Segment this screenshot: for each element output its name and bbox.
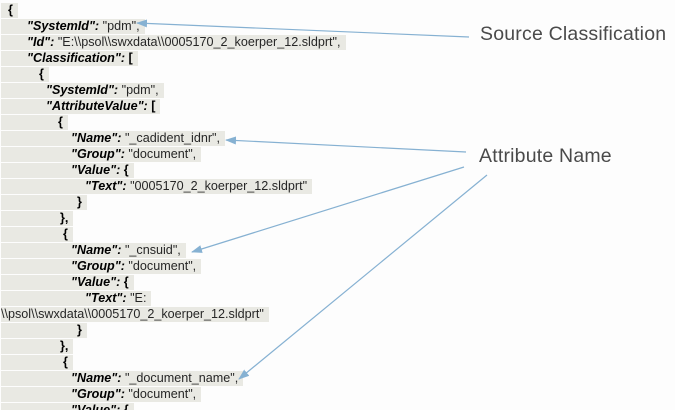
json-punctuation: },	[60, 339, 69, 353]
code-line-highlight: },	[1, 339, 74, 354]
code-line: {	[0, 66, 675, 82]
annotation-label-source-classification: Source Classification	[480, 23, 667, 45]
json-value: "_cadident_idnr",	[124, 131, 220, 145]
code-line: \\psol\\swxdata\\0005170_2_koerper_12.sl…	[0, 306, 675, 322]
json-punctuation: }	[77, 195, 82, 209]
code-line: {	[0, 226, 675, 242]
code-line-highlight: "AttributeValue": [	[1, 99, 161, 114]
json-value: "pdm",	[102, 19, 140, 33]
code-line: "Group": "document",	[0, 258, 675, 274]
json-key: "Group":	[71, 387, 125, 401]
code-line-highlight: "Value": {	[1, 163, 134, 178]
code-line: "Id": "E:\\psol\\swxdata\\0005170_2_koer…	[0, 34, 675, 50]
json-key: "Text":	[85, 291, 127, 305]
code-line-highlight: "Text": "E:	[1, 291, 152, 306]
json-punctuation: {	[63, 355, 68, 369]
code-line: "Value": {	[0, 162, 675, 178]
json-value: "_cnsuid",	[124, 243, 181, 257]
code-line: "Classification": [	[0, 50, 675, 66]
json-value: "E:\\psol\\swxdata\\0005170_2_koerper_12…	[57, 35, 341, 49]
annotation-label-attribute-name: Attribute Name	[479, 145, 612, 167]
json-key: "Value":	[71, 163, 121, 177]
json-punctuation: [	[151, 99, 156, 113]
json-value: "E:	[130, 291, 147, 305]
code-line: "Group": "document",	[0, 146, 675, 162]
code-line-highlight: "Name": "_cadident_idnr",	[1, 131, 225, 146]
json-value: "document",	[128, 387, 197, 401]
code-line: "AttributeValue": [	[0, 98, 675, 114]
code-line-highlight: "Value": {	[1, 403, 134, 410]
code-line: }	[0, 194, 675, 210]
json-key: "AttributeValue":	[46, 99, 148, 113]
json-value: "_document_name",	[124, 371, 239, 385]
json-punctuation: {	[39, 67, 44, 81]
json-value: "0005170_2_koerper_12.sldprt"	[130, 179, 308, 193]
json-value: "document",	[128, 147, 197, 161]
json-key: "Classification":	[27, 51, 126, 65]
code-line-highlight: "Classification": [	[1, 51, 138, 66]
json-key: "Group":	[71, 259, 125, 273]
code-line-highlight: "Group": "document",	[1, 387, 202, 402]
code-line-highlight: {	[1, 355, 73, 370]
json-key: "Id":	[27, 35, 55, 49]
code-line: {	[0, 114, 675, 130]
code-line: {	[0, 354, 675, 370]
json-key: "SystemId":	[27, 19, 100, 33]
code-line: "Text": "E:	[0, 290, 675, 306]
code-line: "Name": "_cadident_idnr",	[0, 130, 675, 146]
code-line: "Value": {	[0, 274, 675, 290]
json-value: "document",	[128, 259, 197, 273]
json-key: "Name":	[71, 243, 122, 257]
json-key: "Value":	[71, 403, 121, 410]
code-line-highlight: "SystemId": "pdm",	[1, 19, 145, 34]
json-key: "SystemId":	[46, 83, 119, 97]
code-line-highlight: "Name": "_document_name",	[1, 371, 244, 386]
json-punctuation: {	[8, 3, 13, 17]
json-punctuation: {	[58, 115, 63, 129]
code-line: "Name": "_cnsuid",	[0, 242, 675, 258]
json-value: "pdm",	[121, 83, 159, 97]
json-punctuation: {	[123, 275, 129, 289]
code-line-highlight: {	[1, 115, 68, 130]
code-line-highlight: "SystemId": "pdm",	[1, 83, 164, 98]
json-punctuation: [	[128, 51, 133, 65]
json-value: \\psol\\swxdata\\0005170_2_koerper_12.sl…	[1, 307, 264, 321]
code-line-highlight: "Name": "_cnsuid",	[1, 243, 186, 258]
code-line: "Group": "document",	[0, 386, 675, 402]
code-line-highlight: {	[1, 3, 18, 18]
code-line-highlight: {	[1, 67, 49, 82]
code-line: "Value": {	[0, 402, 675, 410]
json-key: "Value":	[71, 275, 121, 289]
code-line: "SystemId": "pdm",	[0, 18, 675, 34]
code-line: {	[0, 2, 675, 18]
json-punctuation: }	[77, 323, 82, 337]
code-line-highlight: {	[1, 227, 73, 242]
json-punctuation: },	[60, 211, 69, 225]
code-line-highlight: "Group": "document",	[1, 147, 202, 162]
json-punctuation: {	[63, 227, 68, 241]
code-line: "Text": "0005170_2_koerper_12.sldprt"	[0, 178, 675, 194]
code-line-highlight: "Value": {	[1, 275, 134, 290]
code-line: }	[0, 322, 675, 338]
json-key: "Group":	[71, 147, 125, 161]
code-line-highlight: "Group": "document",	[1, 259, 202, 274]
code-line: },	[0, 210, 675, 226]
json-key: "Name":	[71, 371, 122, 385]
json-punctuation: {	[123, 403, 129, 410]
code-line: "SystemId": "pdm",	[0, 82, 675, 98]
code-line-highlight: }	[1, 323, 87, 338]
code-line: "Name": "_document_name",	[0, 370, 675, 386]
json-punctuation: {	[123, 163, 129, 177]
json-key: "Text":	[85, 179, 127, 193]
code-line-highlight: "Id": "E:\\psol\\swxdata\\0005170_2_koer…	[1, 35, 346, 50]
code-line-highlight: \\psol\\swxdata\\0005170_2_koerper_12.sl…	[1, 307, 269, 322]
code-line-highlight: },	[1, 211, 74, 226]
json-key: "Name":	[71, 131, 122, 145]
code-line-highlight: }	[1, 195, 87, 210]
code-line-highlight: "Text": "0005170_2_koerper_12.sldprt"	[1, 179, 313, 194]
code-line: },	[0, 338, 675, 354]
